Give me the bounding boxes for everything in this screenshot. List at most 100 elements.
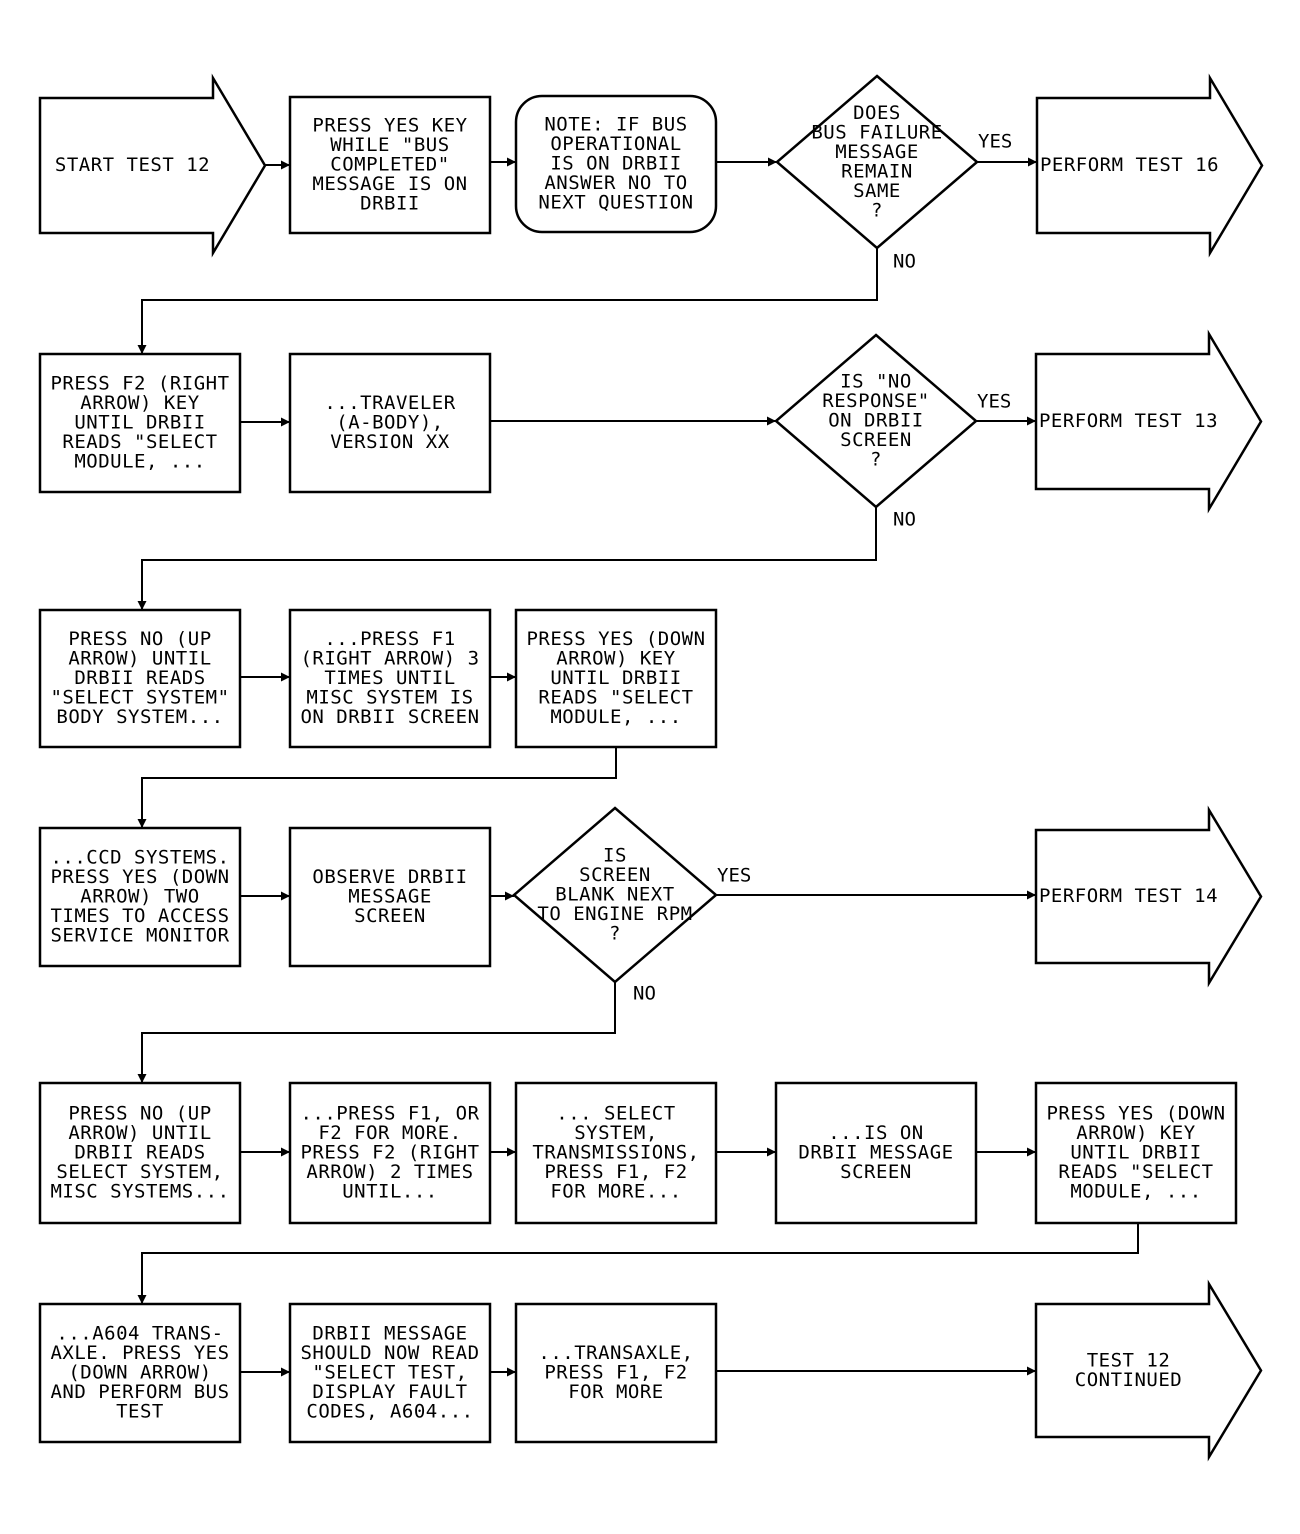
r3a-line-2: ARROW) UNTIL <box>68 648 211 670</box>
d1-line-4: REMAIN <box>841 160 913 182</box>
r5d-line-3: SCREEN <box>840 1161 912 1183</box>
d1-line-2: BUS FAILURE <box>811 121 942 143</box>
arrowhead <box>507 672 516 682</box>
note1-line-1: NOTE: IF BUS <box>544 114 687 136</box>
d3-line-5: ? <box>609 923 621 945</box>
r3c-line-2: ARROW) KEY <box>556 648 675 670</box>
d1-line-5: SAME <box>853 180 901 202</box>
arrowhead <box>281 1367 290 1377</box>
n1-line-3: COMPLETED" <box>330 154 449 176</box>
note1-line-5: NEXT QUESTION <box>538 192 693 214</box>
r6b-line-1: DRBII MESSAGE <box>312 1323 467 1345</box>
r3a-line-1: PRESS NO (UP <box>68 628 211 650</box>
r4a-line-3: ARROW) TWO <box>80 886 199 908</box>
branch-label-d2-no: NO <box>893 509 916 531</box>
note-box <box>514 94 718 234</box>
r3b-line-1: ...PRESS F1 <box>324 628 455 650</box>
arrowhead <box>281 672 290 682</box>
r6a-line-5: TEST <box>116 1401 164 1423</box>
r5e-line-2: ARROW) KEY <box>1076 1122 1195 1144</box>
arrowhead <box>767 1147 776 1157</box>
decision-diamond <box>774 333 978 509</box>
process-box <box>38 352 242 494</box>
d2-line-2: RESPONSE" <box>822 390 929 412</box>
edge-d2-no <box>141 507 877 610</box>
t13-line-1: PERFORM TEST 13 <box>1039 410 1218 432</box>
arrowhead <box>1027 1147 1036 1157</box>
edge-d3-no <box>141 982 616 1083</box>
r5a-line-4: SELECT SYSTEM, <box>56 1161 223 1183</box>
r3b-line-2: (RIGHT ARROW) 3 <box>300 648 479 670</box>
r2a-line-5: MODULE, ... <box>74 451 205 473</box>
process-box <box>38 1081 242 1225</box>
r5a-line-1: PRESS NO (UP <box>68 1103 211 1125</box>
r6b-line-5: CODES, A604... <box>306 1401 473 1423</box>
process-box <box>38 608 242 749</box>
n1-line-4: MESSAGE IS ON <box>312 173 467 195</box>
r3b-line-5: ON DRBII SCREEN <box>300 706 479 728</box>
r3b-line-3: TIMES UNTIL <box>324 667 455 689</box>
process-box <box>514 608 718 749</box>
process-box <box>288 826 492 968</box>
d3-line-2: SCREEN <box>579 864 651 886</box>
branch-label-d1-no: NO <box>893 251 916 273</box>
process-box <box>38 1302 242 1444</box>
arrowhead <box>137 345 147 354</box>
d3-line-1: IS <box>603 845 627 867</box>
node-r2b: ...TRAVELER(A-BODY),VERSION XX <box>288 352 492 494</box>
arrowhead <box>137 819 147 828</box>
arrowhead <box>137 601 147 610</box>
arrowhead <box>1027 416 1036 426</box>
r4a-line-2: PRESS YES (DOWN <box>50 866 229 888</box>
branch-label-d2-yes: YES <box>977 391 1011 413</box>
r6a-line-2: AXLE. PRESS YES <box>50 1342 229 1364</box>
r6b-line-3: "SELECT TEST, <box>312 1362 467 1384</box>
node-r6a: ...A604 TRANS-AXLE. PRESS YES(DOWN ARROW… <box>38 1302 242 1444</box>
arrowhead <box>281 1147 290 1157</box>
node-t16: PERFORM TEST 16 <box>1035 73 1264 258</box>
r5e-line-3: UNTIL DRBII <box>1070 1142 1201 1164</box>
r2b-line-1: ...TRAVELER <box>324 392 455 414</box>
arrowhead <box>137 1295 147 1304</box>
r5b-line-4: ARROW) 2 TIMES <box>306 1161 473 1183</box>
process-box <box>514 1302 718 1444</box>
r5e-line-4: READS "SELECT <box>1058 1161 1213 1183</box>
r5c-line-4: PRESS F1, F2 <box>544 1161 687 1183</box>
arrowhead <box>507 157 516 167</box>
d2-line-3: ON DRBII <box>828 410 924 432</box>
edge-r5e-r6a <box>141 1223 1139 1304</box>
process-box <box>514 1081 718 1225</box>
r3c-line-3: UNTIL DRBII <box>550 667 681 689</box>
arrowhead <box>1027 1366 1036 1376</box>
r2a-line-1: PRESS F2 (RIGHT <box>50 373 229 395</box>
r5b-line-1: ...PRESS F1, OR <box>300 1103 479 1125</box>
d3-line-3: BLANK NEXT <box>555 884 674 906</box>
r5a-line-2: ARROW) UNTIL <box>68 1122 211 1144</box>
r3c-line-5: MODULE, ... <box>550 706 681 728</box>
r4b-line-1: OBSERVE DRBII <box>312 866 467 888</box>
node-t13: PERFORM TEST 13 <box>1034 329 1263 514</box>
r5c-line-5: FOR MORE... <box>550 1181 681 1203</box>
cont-line-2: CONTINUED <box>1075 1369 1182 1391</box>
cont-line-1: TEST 12 <box>1087 1349 1171 1371</box>
process-box <box>288 95 492 235</box>
decision-diamond <box>512 806 718 984</box>
node-t14: PERFORM TEST 14 <box>1034 805 1263 988</box>
r6a-line-1: ...A604 TRANS- <box>56 1323 223 1345</box>
t16-line-1: PERFORM TEST 16 <box>1040 154 1219 176</box>
r2b-line-3: VERSION XX <box>330 431 449 453</box>
r4b-line-2: MESSAGE <box>348 886 432 908</box>
r5b-line-2: F2 FOR MORE. <box>318 1122 461 1144</box>
r2a-line-4: READS "SELECT <box>62 431 217 453</box>
